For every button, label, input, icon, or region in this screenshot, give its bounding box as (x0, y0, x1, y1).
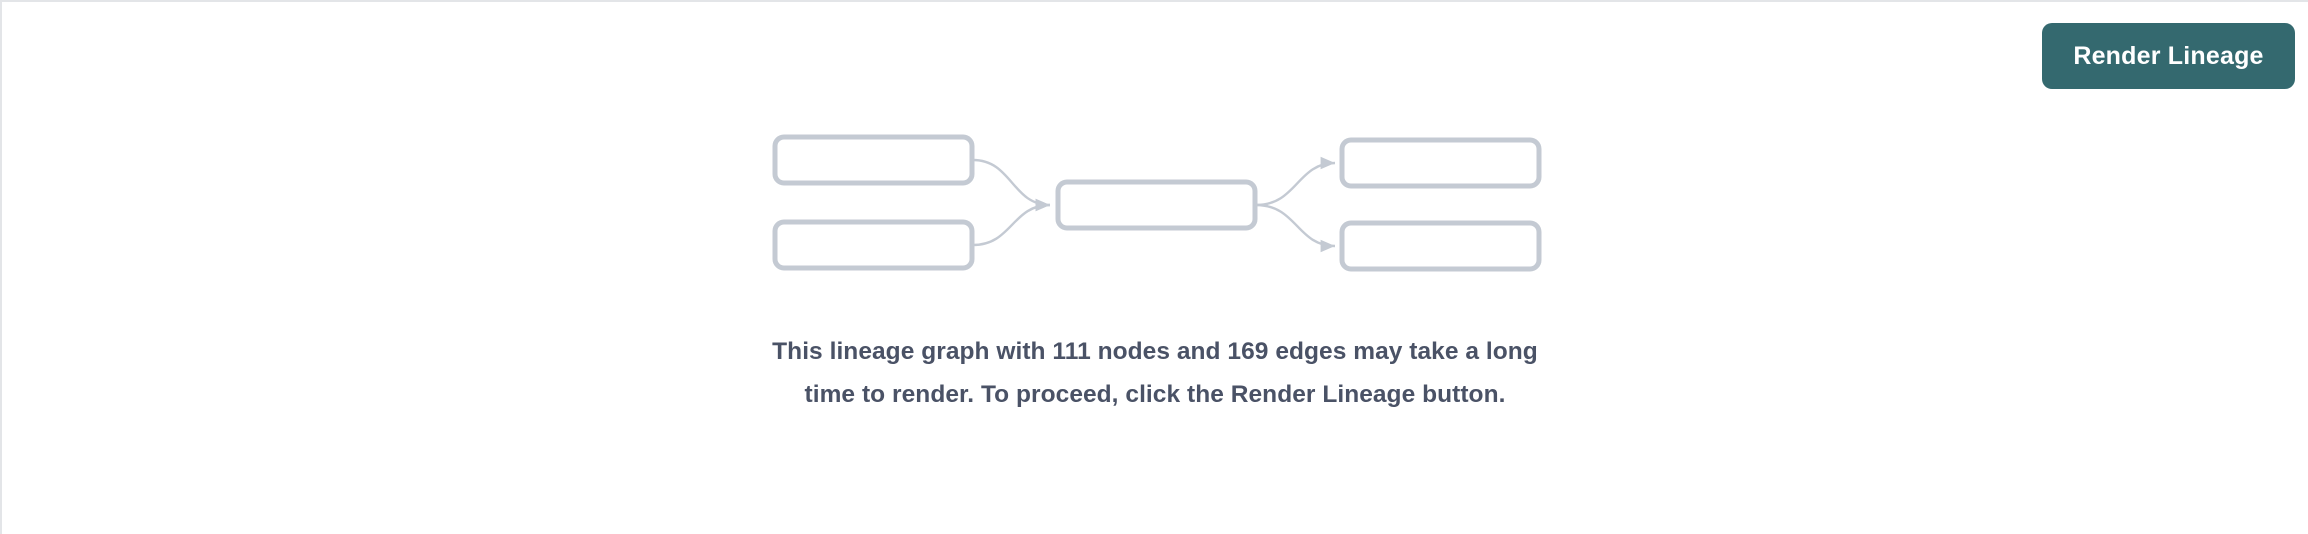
lineage-node-downstream-1 (1339, 137, 1542, 189)
render-lineage-button[interactable]: Render Lineage (2042, 23, 2295, 89)
edge-upstream-2-to-focus (972, 198, 1051, 247)
edge-focus-to-downstream-1 (1255, 156, 1336, 207)
lineage-node-upstream-2 (772, 219, 975, 271)
edge-upstream-1-to-focus (972, 158, 1051, 212)
lineage-warning-message: This lineage graph with 111 nodes and 16… (772, 338, 1538, 408)
lineage-node-upstream-1 (772, 134, 975, 186)
edge-focus-to-downstream-2 (1255, 203, 1336, 253)
lineage-node-focus (1055, 179, 1258, 231)
lineage-node-downstream-2 (1339, 220, 1542, 272)
